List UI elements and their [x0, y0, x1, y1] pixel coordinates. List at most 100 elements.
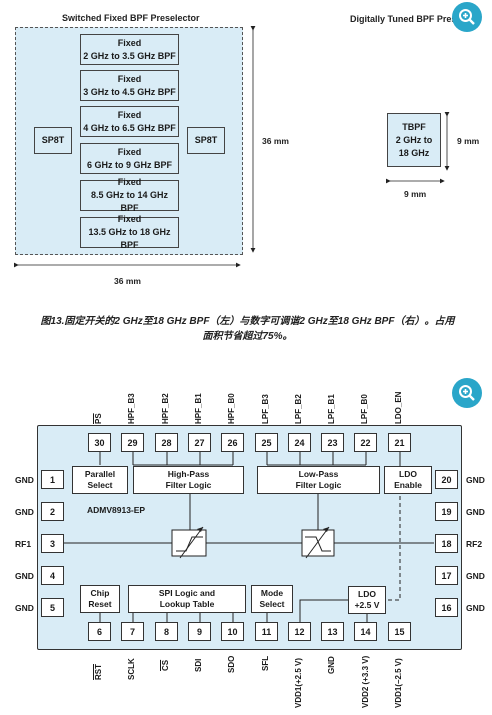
figure-caption: 图13.固定开关的2 GHz至18 GHz BPF（左）与数字可调谐2 GHz至… — [10, 314, 485, 344]
block-label: Parallel — [84, 469, 116, 479]
pin-20: 20 — [435, 470, 458, 489]
block-label: LDO — [399, 469, 417, 479]
tbpf-range-end: 18 GHz — [398, 147, 430, 158]
pin-23: 23 — [321, 433, 344, 452]
preselector-title: Switched Fixed BPF Preselector — [62, 13, 200, 23]
pin-name-rst: RST — [94, 664, 103, 680]
pin-name-cs: CS — [161, 659, 170, 671]
filter-range: 4 GHz to 6.5 GHz BPF — [83, 122, 176, 133]
pin-name-gnd: GND — [466, 507, 485, 517]
pin-name-gnd: GND — [15, 571, 34, 581]
pin-25: 25 — [255, 433, 278, 452]
pin-30: 30 — [88, 433, 111, 452]
pin-name-lpf-b2: LPF_B2 — [294, 394, 303, 424]
pin-28: 28 — [155, 433, 178, 452]
pin-name-gnd: GND — [466, 571, 485, 581]
block-label: Enable — [394, 480, 422, 490]
part-number: ADMV8913-EP — [87, 505, 146, 515]
pin-name-gnd: GND — [15, 475, 34, 485]
filter-label: Fixed — [117, 177, 142, 187]
tuned-preselector-title: Digitally Tuned BPF Prese — [350, 14, 462, 24]
pin-2: 2 — [41, 502, 64, 521]
pin-24: 24 — [288, 433, 311, 452]
pin-name-rf2: RF2 — [466, 539, 483, 549]
pin-13: 13 — [321, 622, 344, 641]
pin-15: 15 — [388, 622, 411, 641]
filter-label: Fixed — [117, 37, 142, 48]
spi-logic-block: SPI Logic and Lookup Table — [128, 585, 246, 613]
pin-name-lpf-b0: LPF_B0 — [360, 394, 369, 424]
pin-19: 19 — [435, 502, 458, 521]
pin-1: 1 — [41, 470, 64, 489]
pin-name-sdi: SDI — [194, 658, 203, 672]
block-label: Mode — [260, 588, 284, 598]
height-dimension: 36 mm — [262, 136, 289, 146]
sp8t-label: SP8T — [41, 135, 65, 145]
pin-9: 9 — [188, 622, 211, 641]
block-label: Filter Logic — [295, 480, 342, 490]
block-label: Chip — [90, 588, 110, 598]
pin-name-hpf-b3: HPF_B3 — [127, 393, 136, 424]
fixed-bpf-5: Fixed 8.5 GHz to 14 GHz BPF — [80, 177, 179, 213]
tbpf-range-start: 2 GHz to — [395, 134, 433, 145]
block-label: +2.5 V — [354, 600, 380, 610]
pin-name-sclk: SCLK — [127, 658, 136, 680]
filter-label: Fixed — [117, 214, 142, 224]
pin-4: 4 — [41, 566, 64, 585]
fixed-bpf-2: Fixed 3 GHz to 4.5 GHz BPF — [80, 70, 179, 101]
pin-name-gnd: GND — [327, 656, 336, 674]
lpf-symbol — [301, 526, 335, 559]
block-label: High-Pass — [167, 469, 210, 479]
block-label: Low-Pass — [298, 469, 339, 479]
fixed-bpf-6: Fixed 13.5 GHz to 18 GHz BPF — [80, 214, 179, 250]
pin-name-gnd: GND — [15, 603, 34, 613]
pin-16: 16 — [435, 598, 458, 617]
fixed-bpf-1: Fixed 2 GHz to 3.5 GHz BPF — [80, 34, 179, 65]
pin-name-gnd: GND — [466, 603, 485, 613]
low-pass-logic-block: Low-Pass Filter Logic — [257, 466, 380, 494]
zoom-in-icon[interactable] — [452, 378, 482, 408]
pin-name-ldo-en: LDO_EN — [394, 391, 403, 424]
ldo-2v5-block: LDO +2.5 V — [348, 586, 386, 614]
block-label: Filter Logic — [165, 480, 212, 490]
chip-reset-block: Chip Reset — [80, 585, 120, 613]
filter-label: Fixed — [117, 109, 142, 120]
pin-name-lpf-b1: LPF_B1 — [327, 394, 336, 424]
pin-name-gnd: GND — [466, 475, 485, 485]
filter-range: 13.5 GHz to 18 GHz BPF — [88, 227, 171, 250]
pin-name-gnd: GND — [15, 507, 34, 517]
pin-name-lpf-b3: LPF_B3 — [261, 394, 270, 424]
sp8t-right: SP8T — [187, 127, 225, 154]
hpf-symbol — [171, 526, 207, 559]
pin-8: 8 — [155, 622, 178, 641]
width-dimension: 36 mm — [114, 276, 141, 286]
pin-name-hpf-b0: HPF_B0 — [227, 393, 236, 424]
pin-22: 22 — [354, 433, 377, 452]
pin-26: 26 — [221, 433, 244, 452]
ldo-enable-block: LDO Enable — [384, 466, 432, 494]
pin-17: 17 — [435, 566, 458, 585]
pin-14: 14 — [354, 622, 377, 641]
pin-21: 21 — [388, 433, 411, 452]
pin-11: 11 — [255, 622, 278, 641]
caption-line-2: 面积节省超过75%。 — [202, 331, 293, 342]
fixed-bpf-4: Fixed 6 GHz to 9 GHz BPF — [80, 143, 179, 174]
pin-5: 5 — [41, 598, 64, 617]
block-label: LDO — [358, 589, 376, 599]
pin-18: 18 — [435, 534, 458, 553]
block-label: Select — [259, 599, 285, 609]
filter-range: 6 GHz to 9 GHz BPF — [86, 159, 172, 170]
zoom-in-icon[interactable] — [452, 2, 482, 32]
sp8t-label: SP8T — [194, 135, 218, 145]
block-label: SPI Logic and — [158, 588, 216, 598]
pin-7: 7 — [121, 622, 144, 641]
pin-name-vdd1-pos: VDD1(+2.5 V) — [294, 657, 303, 708]
tbpf-label: TBPF — [402, 121, 426, 132]
fixed-bpf-3: Fixed 4 GHz to 6.5 GHz BPF — [80, 106, 179, 137]
filter-label: Fixed — [117, 73, 142, 84]
filter-range: 2 GHz to 3.5 GHz BPF — [83, 50, 176, 61]
sp8t-left: SP8T — [34, 127, 72, 154]
pin-name-sdo: SDO — [227, 655, 236, 673]
block-label: Lookup Table — [159, 599, 215, 609]
